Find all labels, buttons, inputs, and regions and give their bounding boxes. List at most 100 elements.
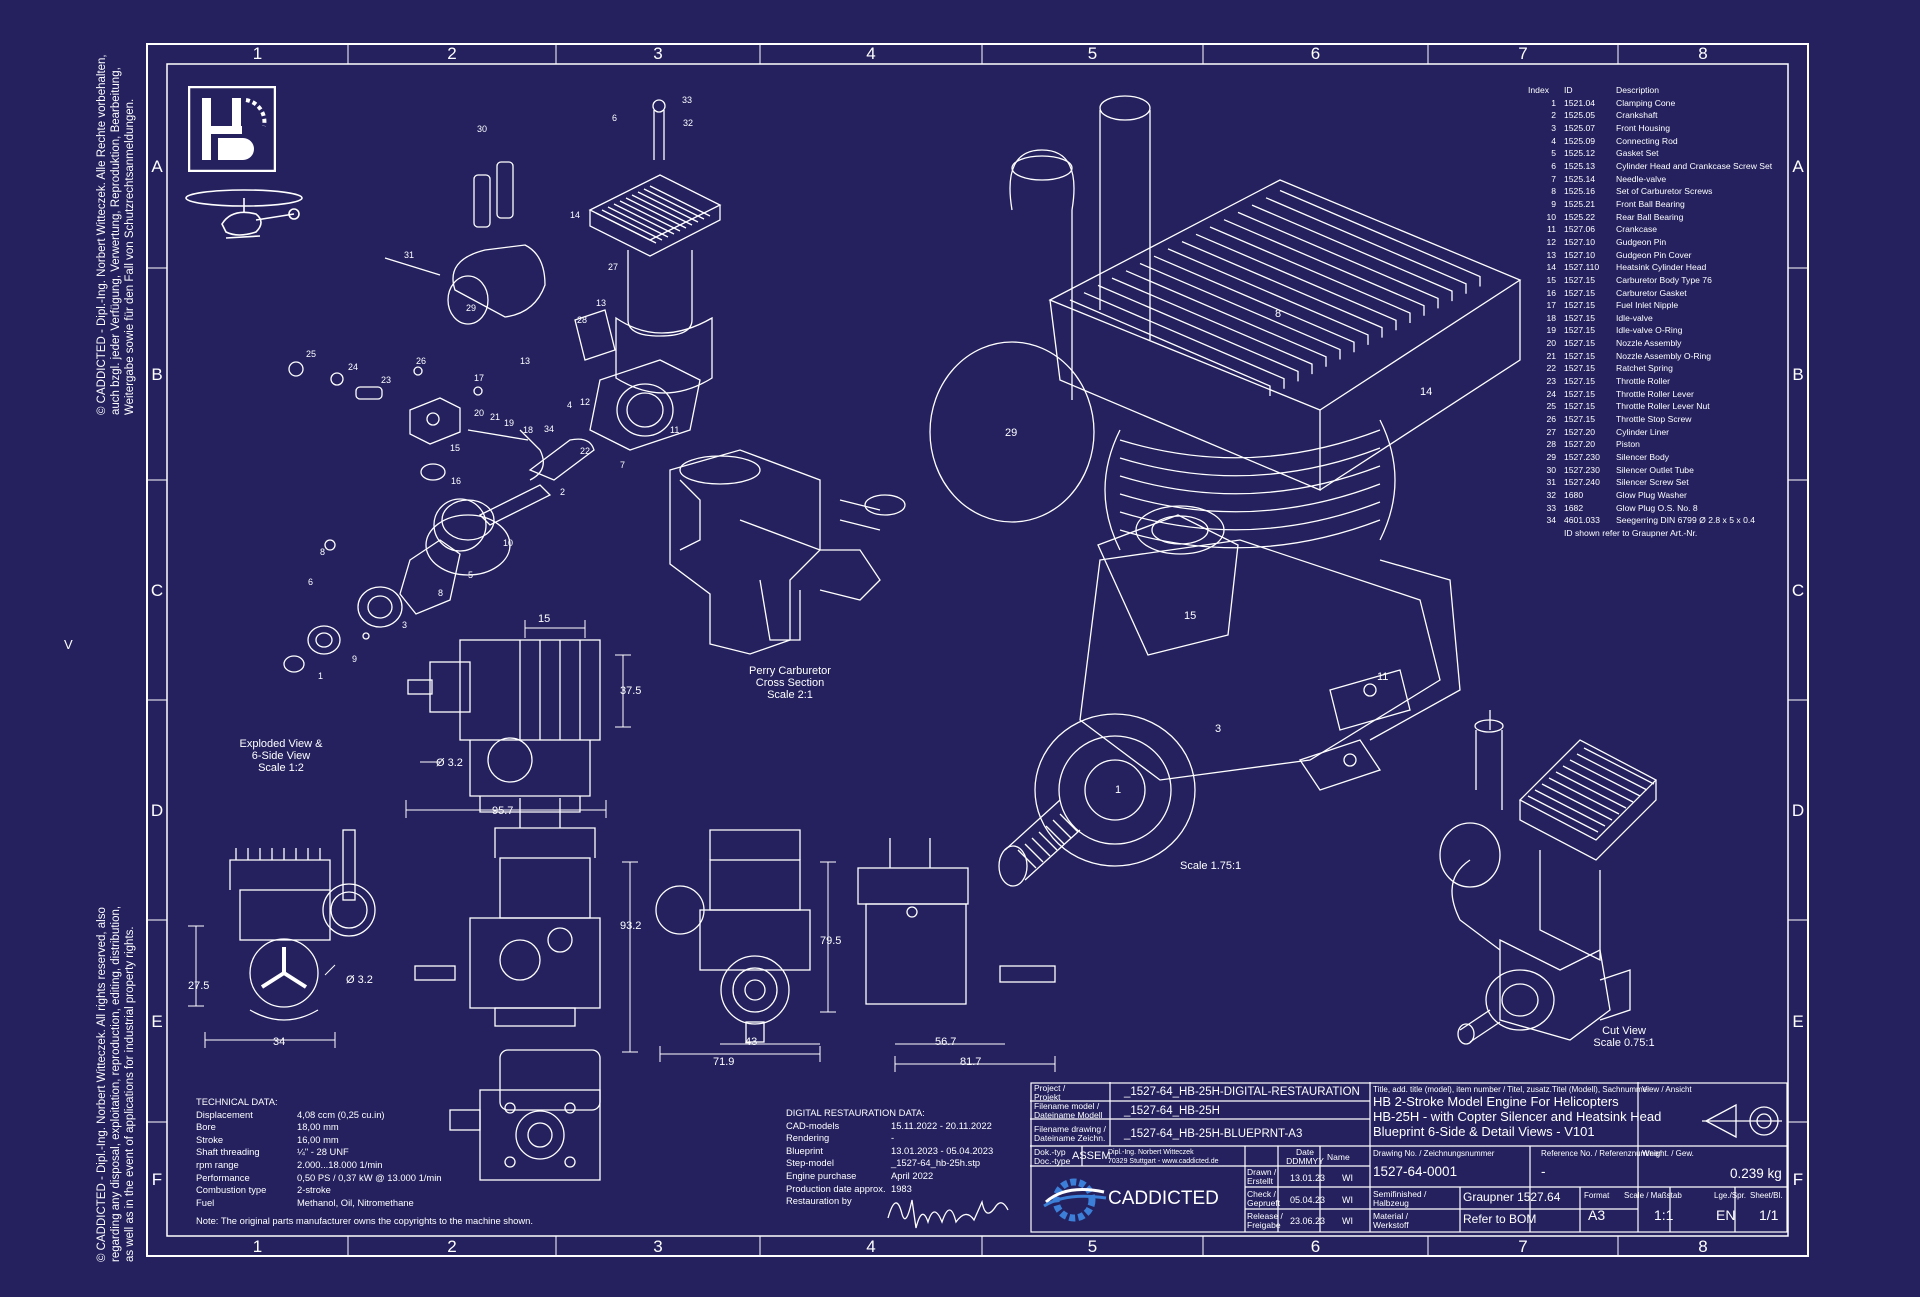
part-index: 34 [1546, 515, 1556, 526]
grid-row-label: D [1792, 801, 1804, 820]
part-index: 14 [1546, 262, 1556, 273]
part-index: 6 [1551, 160, 1556, 171]
part-description: Seegerring DIN 6799 Ø 2.8 x 5 x 0.4 [1616, 515, 1756, 526]
part-callout: 3 [402, 620, 408, 630]
part-callout: 29 [1005, 427, 1018, 439]
dim-value: 15 [538, 613, 551, 625]
grid-column-label: 3 [653, 44, 662, 63]
grid-column-label: 8 [1698, 1237, 1707, 1256]
part-callout: 12 [580, 397, 591, 407]
part-id: 1527.230 [1564, 452, 1600, 463]
grid-column-label: 7 [1518, 1237, 1527, 1256]
part-index: 7 [1551, 173, 1556, 184]
restoration-key: Production date approx. [786, 1182, 886, 1194]
grid-column-label: 8 [1698, 44, 1707, 63]
part-description: Cylinder Liner [1616, 426, 1670, 437]
part-description: Ratchet Spring [1616, 363, 1673, 374]
part-id: 1521.04 [1564, 97, 1596, 108]
release-date: 23.06.23 [1290, 1216, 1326, 1226]
title-block-grid [1030, 1082, 1788, 1233]
part-description: Needle-valve [1616, 173, 1667, 184]
dim-value: 93.2 [620, 920, 642, 932]
restoration-key: CAD-models [786, 1119, 840, 1131]
main-view-label: Scale 1.75:1 [1180, 860, 1242, 872]
language-label: Lge./Spr. [1714, 1191, 1747, 1200]
grid-row-label: F [152, 1170, 162, 1189]
projection-symbol-icon [1702, 1103, 1782, 1139]
technical-value: 16,00 mm [297, 1133, 339, 1145]
part-id: 1525.16 [1564, 186, 1596, 197]
part-callout: 19 [504, 418, 515, 428]
part-id: 1527.20 [1564, 439, 1596, 450]
helicopter-icon [185, 189, 303, 239]
grid-column-label: 6 [1311, 44, 1320, 63]
technical-note: Note: The original parts manufacturer ow… [196, 1215, 533, 1227]
part-description: Throttle Stop Screw [1616, 414, 1692, 425]
grid-row-label: B [1792, 365, 1803, 384]
part-id: 1527.15 [1564, 325, 1596, 336]
part-callout: 21 [490, 412, 501, 422]
part-index: 32 [1546, 490, 1556, 500]
drawn-name: WI [1342, 1173, 1353, 1183]
part-id: 1525.05 [1564, 110, 1596, 121]
restoration-row: Step-model_1527-64_hb-25h.stp [786, 1157, 993, 1170]
sheet-label: Sheet/Bl. [1750, 1191, 1783, 1200]
material-label: Material /Werkstoff [1373, 1211, 1409, 1230]
part-id: 1527.06 [1564, 224, 1596, 235]
part-id: 1525.21 [1564, 198, 1596, 209]
part-index: 26 [1546, 414, 1556, 425]
part-index: 33 [1546, 502, 1556, 513]
part-callout: 7 [620, 460, 626, 470]
grid-row-label: E [151, 1012, 162, 1031]
part-index: 23 [1546, 376, 1556, 387]
part-index: 24 [1546, 388, 1556, 399]
part-index: 8 [1551, 186, 1556, 197]
filename-model-label: Filename model /Dateiname Modell [1034, 1101, 1103, 1120]
parts-list-header: Index ID Description [1528, 85, 1659, 95]
drawing-no-label: Drawing No. / Zeichnungsnummer [1373, 1149, 1495, 1158]
drawing-title: HB 2-Stroke Model Engine For Helicopters… [1373, 1094, 1662, 1139]
part-description: Glow Plug O.S. No. 8 [1616, 502, 1698, 513]
weight-label: Weight. / Gew. [1642, 1149, 1694, 1158]
reference-label: Reference No. / Referenznummer [1541, 1149, 1662, 1158]
part-callout: 10 [503, 538, 514, 548]
grid-column-label: 3 [653, 1237, 662, 1256]
grid-row-label: F [1793, 1170, 1803, 1189]
part-description: Glow Plug Washer [1616, 490, 1687, 500]
side-view-2 [229, 829, 376, 1021]
restoration-value: - [891, 1132, 895, 1144]
dimension-lines [188, 620, 1056, 1072]
part-description: Heatsink Cylinder Head [1616, 262, 1707, 273]
part-index: 18 [1546, 312, 1556, 323]
part-description: Cylinder Head and Crankcase Screw Set [1616, 160, 1773, 171]
part-index: 5 [1551, 148, 1556, 159]
dim-value: 56.7 [935, 1036, 957, 1048]
part-id: 1525.14 [1564, 173, 1596, 184]
technical-key: rpm range [196, 1158, 239, 1170]
part-index: 21 [1546, 350, 1556, 361]
technical-data-title: TECHNICAL DATA: [196, 1096, 278, 1107]
part-description: Crankshaft [1616, 110, 1658, 121]
part-id: 1525.09 [1564, 135, 1596, 146]
part-callout: 31 [404, 250, 415, 260]
technical-key: Fuel [196, 1196, 215, 1208]
part-index: 4 [1551, 135, 1556, 146]
release-name: WI [1342, 1216, 1353, 1226]
